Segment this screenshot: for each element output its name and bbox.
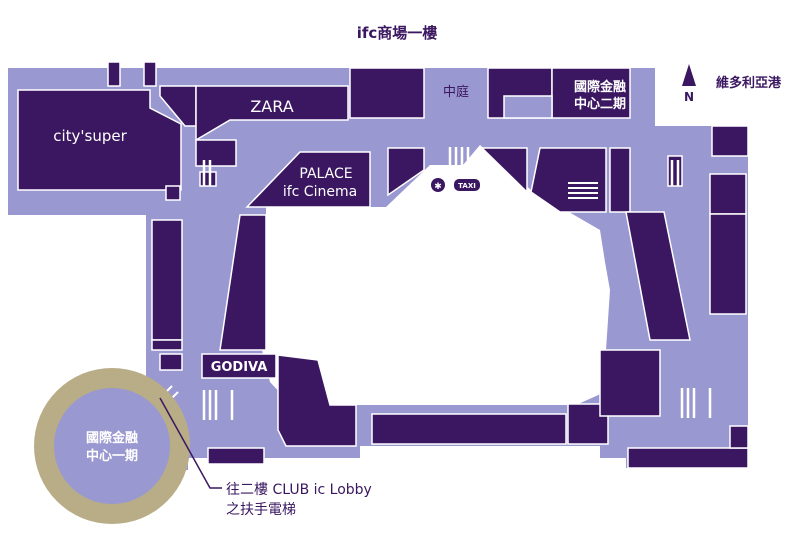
store-small-left	[165, 185, 181, 201]
store-blocks	[17, 61, 749, 469]
store-small-tr-1	[107, 61, 121, 87]
store-right-diag	[625, 211, 691, 341]
label-godiva: GODIVA	[211, 360, 268, 375]
label-palace-1: PALACE	[299, 166, 352, 182]
label-ifc1-line1: 國際金融	[86, 430, 138, 446]
label-palace-2: ifc Cinema	[283, 184, 357, 200]
note-line1: 往二樓 CLUB ic Lobby	[226, 482, 372, 498]
store-right-b	[609, 147, 631, 213]
store-bottom-row	[371, 413, 567, 445]
store-palace	[245, 151, 371, 208]
store-bottom-right-2	[599, 349, 661, 417]
store-corridor-block	[159, 85, 197, 127]
label-city-super: city'super	[53, 127, 127, 145]
label-ifc1-line2: 中心一期	[86, 448, 138, 464]
escalator-icon	[448, 147, 470, 170]
store-right-e	[667, 155, 683, 187]
map-title: ifc商場一樓	[357, 24, 438, 42]
stairs-icon	[568, 182, 598, 199]
callout-line	[159, 397, 222, 489]
compass-legend: 維多利亞港	[716, 75, 782, 91]
store-bottom-right-4	[729, 425, 749, 449]
label-central-court: 中庭	[443, 84, 469, 100]
svg-text:✱: ✱	[434, 182, 442, 192]
store-bottom-left-2	[207, 447, 265, 465]
store-right-c	[711, 125, 749, 157]
store-bottom-right-3	[627, 447, 749, 469]
store-godiva-small	[159, 353, 183, 371]
store-zara-side	[195, 139, 237, 167]
north-arrow-icon	[682, 64, 696, 86]
note-line2: 之扶手電梯	[226, 502, 296, 518]
label-zara: ZARA	[250, 97, 293, 116]
store-left-diag	[219, 214, 267, 351]
escalator-icon	[202, 160, 212, 186]
escalator-icon	[670, 160, 680, 186]
store-block-nav	[503, 95, 553, 119]
store-triangle-left	[387, 147, 425, 197]
compass-north-label: N	[684, 90, 694, 104]
store-right-e2	[709, 213, 747, 315]
store-godiva	[201, 353, 277, 379]
escalator-icon	[680, 388, 712, 418]
store-small-tr-2	[143, 61, 157, 87]
mtr-icon: ✱	[431, 178, 445, 192]
label-ifc2-line2: 中心二期	[574, 96, 626, 112]
store-zara	[195, 85, 349, 142]
store-block-center	[349, 67, 425, 119]
store-city-super	[17, 89, 182, 191]
store-right-d	[709, 173, 747, 215]
ifc1-inner	[54, 388, 170, 504]
taxi-icon	[454, 179, 480, 191]
label-ifc2-line1: 國際金融	[574, 79, 626, 95]
store-left-col-1	[151, 219, 183, 341]
escalator-icon	[202, 390, 234, 420]
store-right-corner	[530, 147, 607, 213]
store-small-left-2	[199, 171, 217, 187]
store-triangle-right	[480, 147, 528, 194]
taxi-label: TAXI	[458, 182, 476, 190]
store-bottom-left	[277, 354, 357, 447]
store-left-col-2	[151, 339, 183, 351]
store-block-ifc2-b	[551, 67, 631, 119]
